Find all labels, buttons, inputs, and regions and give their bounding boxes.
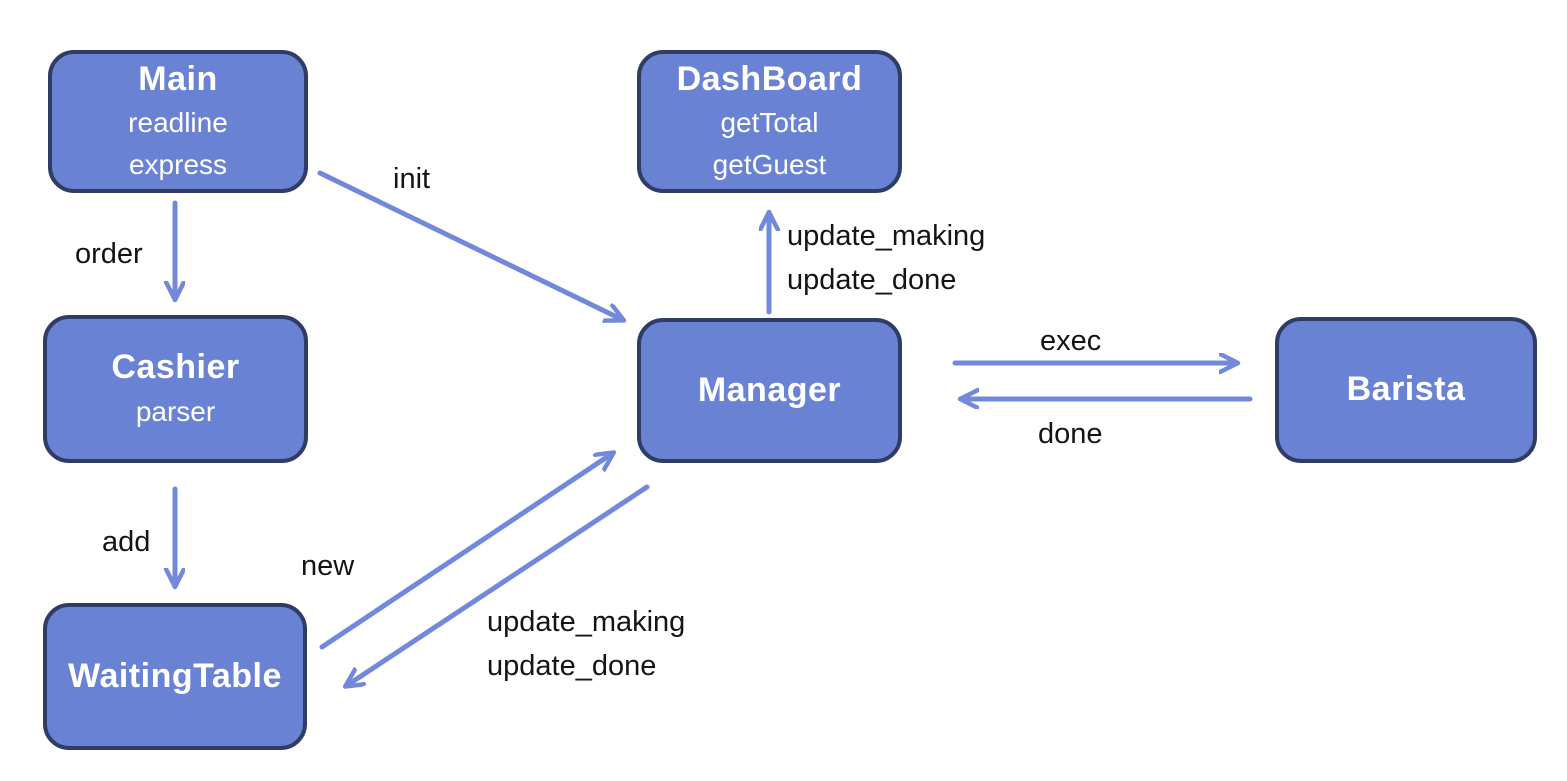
edge-label-line: update_making: [487, 606, 686, 638]
edge-label-exec: exec: [1040, 325, 1102, 357]
node-main-line: readline: [128, 107, 228, 139]
node-dashboard-line: getTotal: [720, 107, 819, 139]
arrow-manager-to-waitingtable: [346, 484, 650, 686]
node-main-line: express: [128, 149, 228, 181]
node-barista-title: Barista: [1346, 370, 1466, 409]
node-waitingtable: WaitingTable: [43, 603, 307, 750]
edge-label-line: update_done: [487, 649, 657, 682]
node-dashboard-title: DashBoard: [676, 59, 863, 98]
edge-label-done: done: [1038, 418, 1103, 450]
node-manager: Manager: [637, 318, 902, 463]
edge-label-manager-dashboard: update_making update_done: [787, 215, 985, 302]
node-cashier-line: parser: [135, 395, 216, 427]
edge-label-manager-waitingtable: update_making update_done: [487, 601, 685, 688]
edge-label-add: add: [102, 526, 151, 558]
edge-label-line: update_making: [787, 220, 986, 252]
node-main-title: Main: [138, 59, 218, 98]
edge-label-new: new: [301, 550, 355, 582]
node-cashier: Cashier parser: [43, 315, 308, 463]
edge-label-init: init: [393, 163, 431, 195]
node-cashier-title: Cashier: [111, 348, 240, 387]
node-barista: Barista: [1275, 317, 1537, 463]
edge-label-order: order: [75, 238, 143, 270]
node-dashboard: DashBoard getTotal getGuest: [637, 50, 902, 193]
arrow-waitingtable-to-manager: [319, 453, 613, 650]
edge-label-line: update_done: [787, 263, 957, 296]
node-manager-title: Manager: [697, 370, 842, 409]
arrow-main-to-manager: [317, 170, 623, 320]
node-main: Main readline express: [48, 50, 308, 193]
node-dashboard-line: getGuest: [712, 149, 827, 181]
node-waitingtable-title: WaitingTable: [68, 656, 282, 695]
